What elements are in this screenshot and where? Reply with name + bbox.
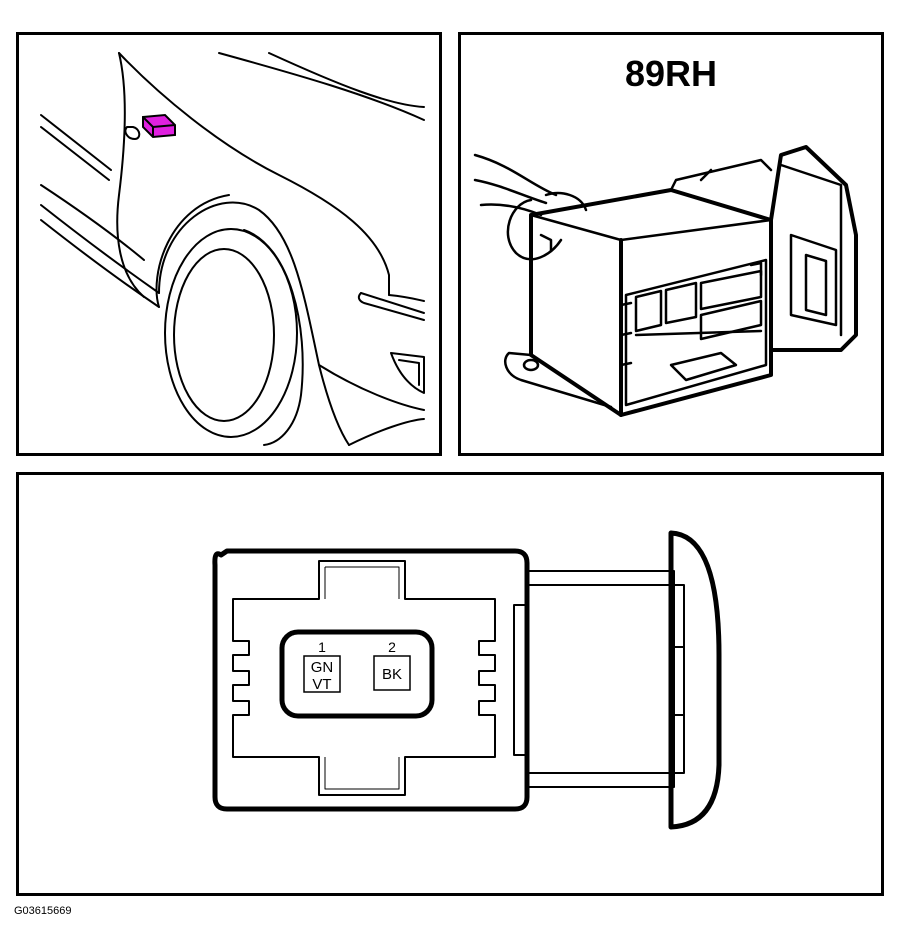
pin-1-wire-color-stripe: VT — [312, 676, 331, 693]
pin-2-wire-color: BK — [382, 666, 402, 683]
connector-face-drawing: 1 GN VT 2 BK — [212, 530, 722, 830]
vehicle-front-fender-drawing — [40, 52, 425, 446]
pin-1-wire-color-primary: GN — [311, 659, 334, 676]
connector-3d-panel: 89RH — [458, 32, 884, 456]
connector-face-panel: 1 GN VT 2 BK — [16, 472, 884, 896]
connector-3d-drawing — [473, 145, 858, 417]
highlighted-connector-icon — [142, 113, 176, 139]
pin-1: 1 GN VT — [303, 639, 341, 693]
pin-2-number: 2 — [388, 639, 396, 655]
figure-code: G03615669 — [14, 905, 72, 917]
pin-1-number: 1 — [318, 639, 326, 655]
pin-2: 2 BK — [373, 639, 411, 691]
connector-id-label: 89RH — [624, 53, 718, 94]
vehicle-location-panel — [16, 32, 442, 456]
